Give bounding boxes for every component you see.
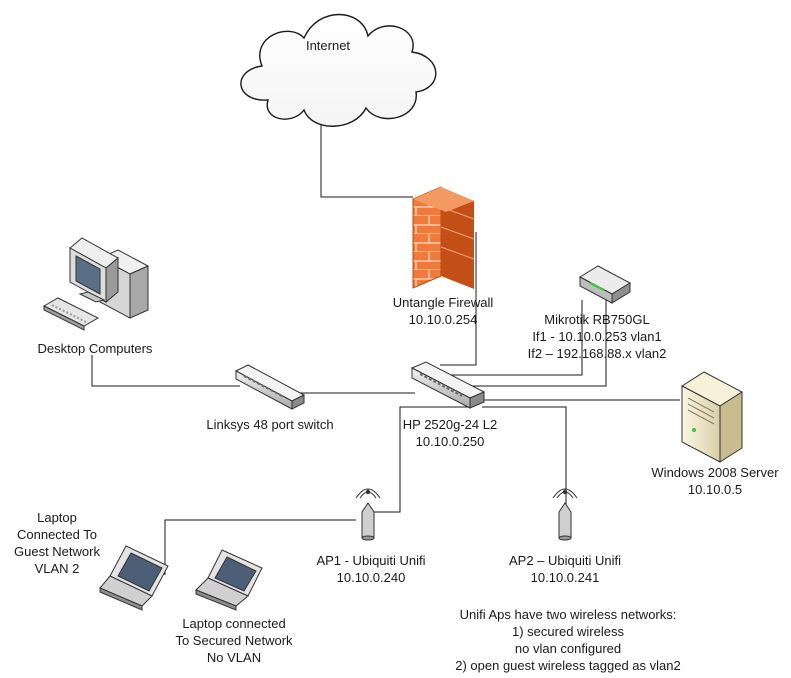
link-desktops-linksys <box>91 355 240 387</box>
link-mikrotik-hp-1 <box>445 300 583 376</box>
link-hp-ap2 <box>482 406 567 510</box>
hp-switch-label: HP 2520g-24 L2 10.10.0.250 <box>402 417 498 449</box>
link-hp-ap1 <box>368 406 468 513</box>
linksys-label: Linksys 48 port switch <box>206 417 334 432</box>
internet-label: Internet <box>305 38 351 53</box>
mikrotik-label: Mikrotik RB750GL If1 - 10.10.0.253 vlan1… <box>527 312 667 361</box>
ap2-label: AP2 – Ubiquiti Unifi 10.10.0.241 <box>509 553 621 585</box>
server-label: Windows 2008 Server 10.10.0.5 <box>651 465 779 497</box>
link-mikrotik-hp-2 <box>455 300 607 387</box>
desktops-label: Desktop Computers <box>37 341 153 356</box>
laptop-secured-label: Laptop connected To Secured Network No V… <box>175 616 293 665</box>
link-internet-firewall <box>320 124 413 198</box>
ap1-label: AP1 - Ubiquiti Unifi 10.10.0.240 <box>316 553 426 585</box>
server-icon <box>681 371 743 463</box>
ap1-icon <box>355 488 381 541</box>
linksys-switch-icon <box>234 364 306 410</box>
link-ap1-laptop <box>164 519 356 575</box>
unifi-note: Unifi Aps have two wireless networks: 1)… <box>455 607 681 673</box>
router-icon <box>578 265 632 304</box>
hp-switch-icon <box>410 361 486 409</box>
desktop-computer-icon <box>42 237 150 331</box>
ap2-icon <box>552 488 578 541</box>
firewall-label: Untangle Firewall 10.10.0.254 <box>392 295 494 327</box>
link-firewall-hp <box>440 232 477 366</box>
laptop-guest-label: Laptop Connected To Guest Network VLAN 2 <box>14 510 100 576</box>
firewall-icon <box>412 186 475 289</box>
laptop-guest-icon <box>99 545 169 611</box>
cloud-icon <box>240 13 437 127</box>
laptop-secured-icon <box>195 549 263 611</box>
connection-lines <box>91 124 680 575</box>
